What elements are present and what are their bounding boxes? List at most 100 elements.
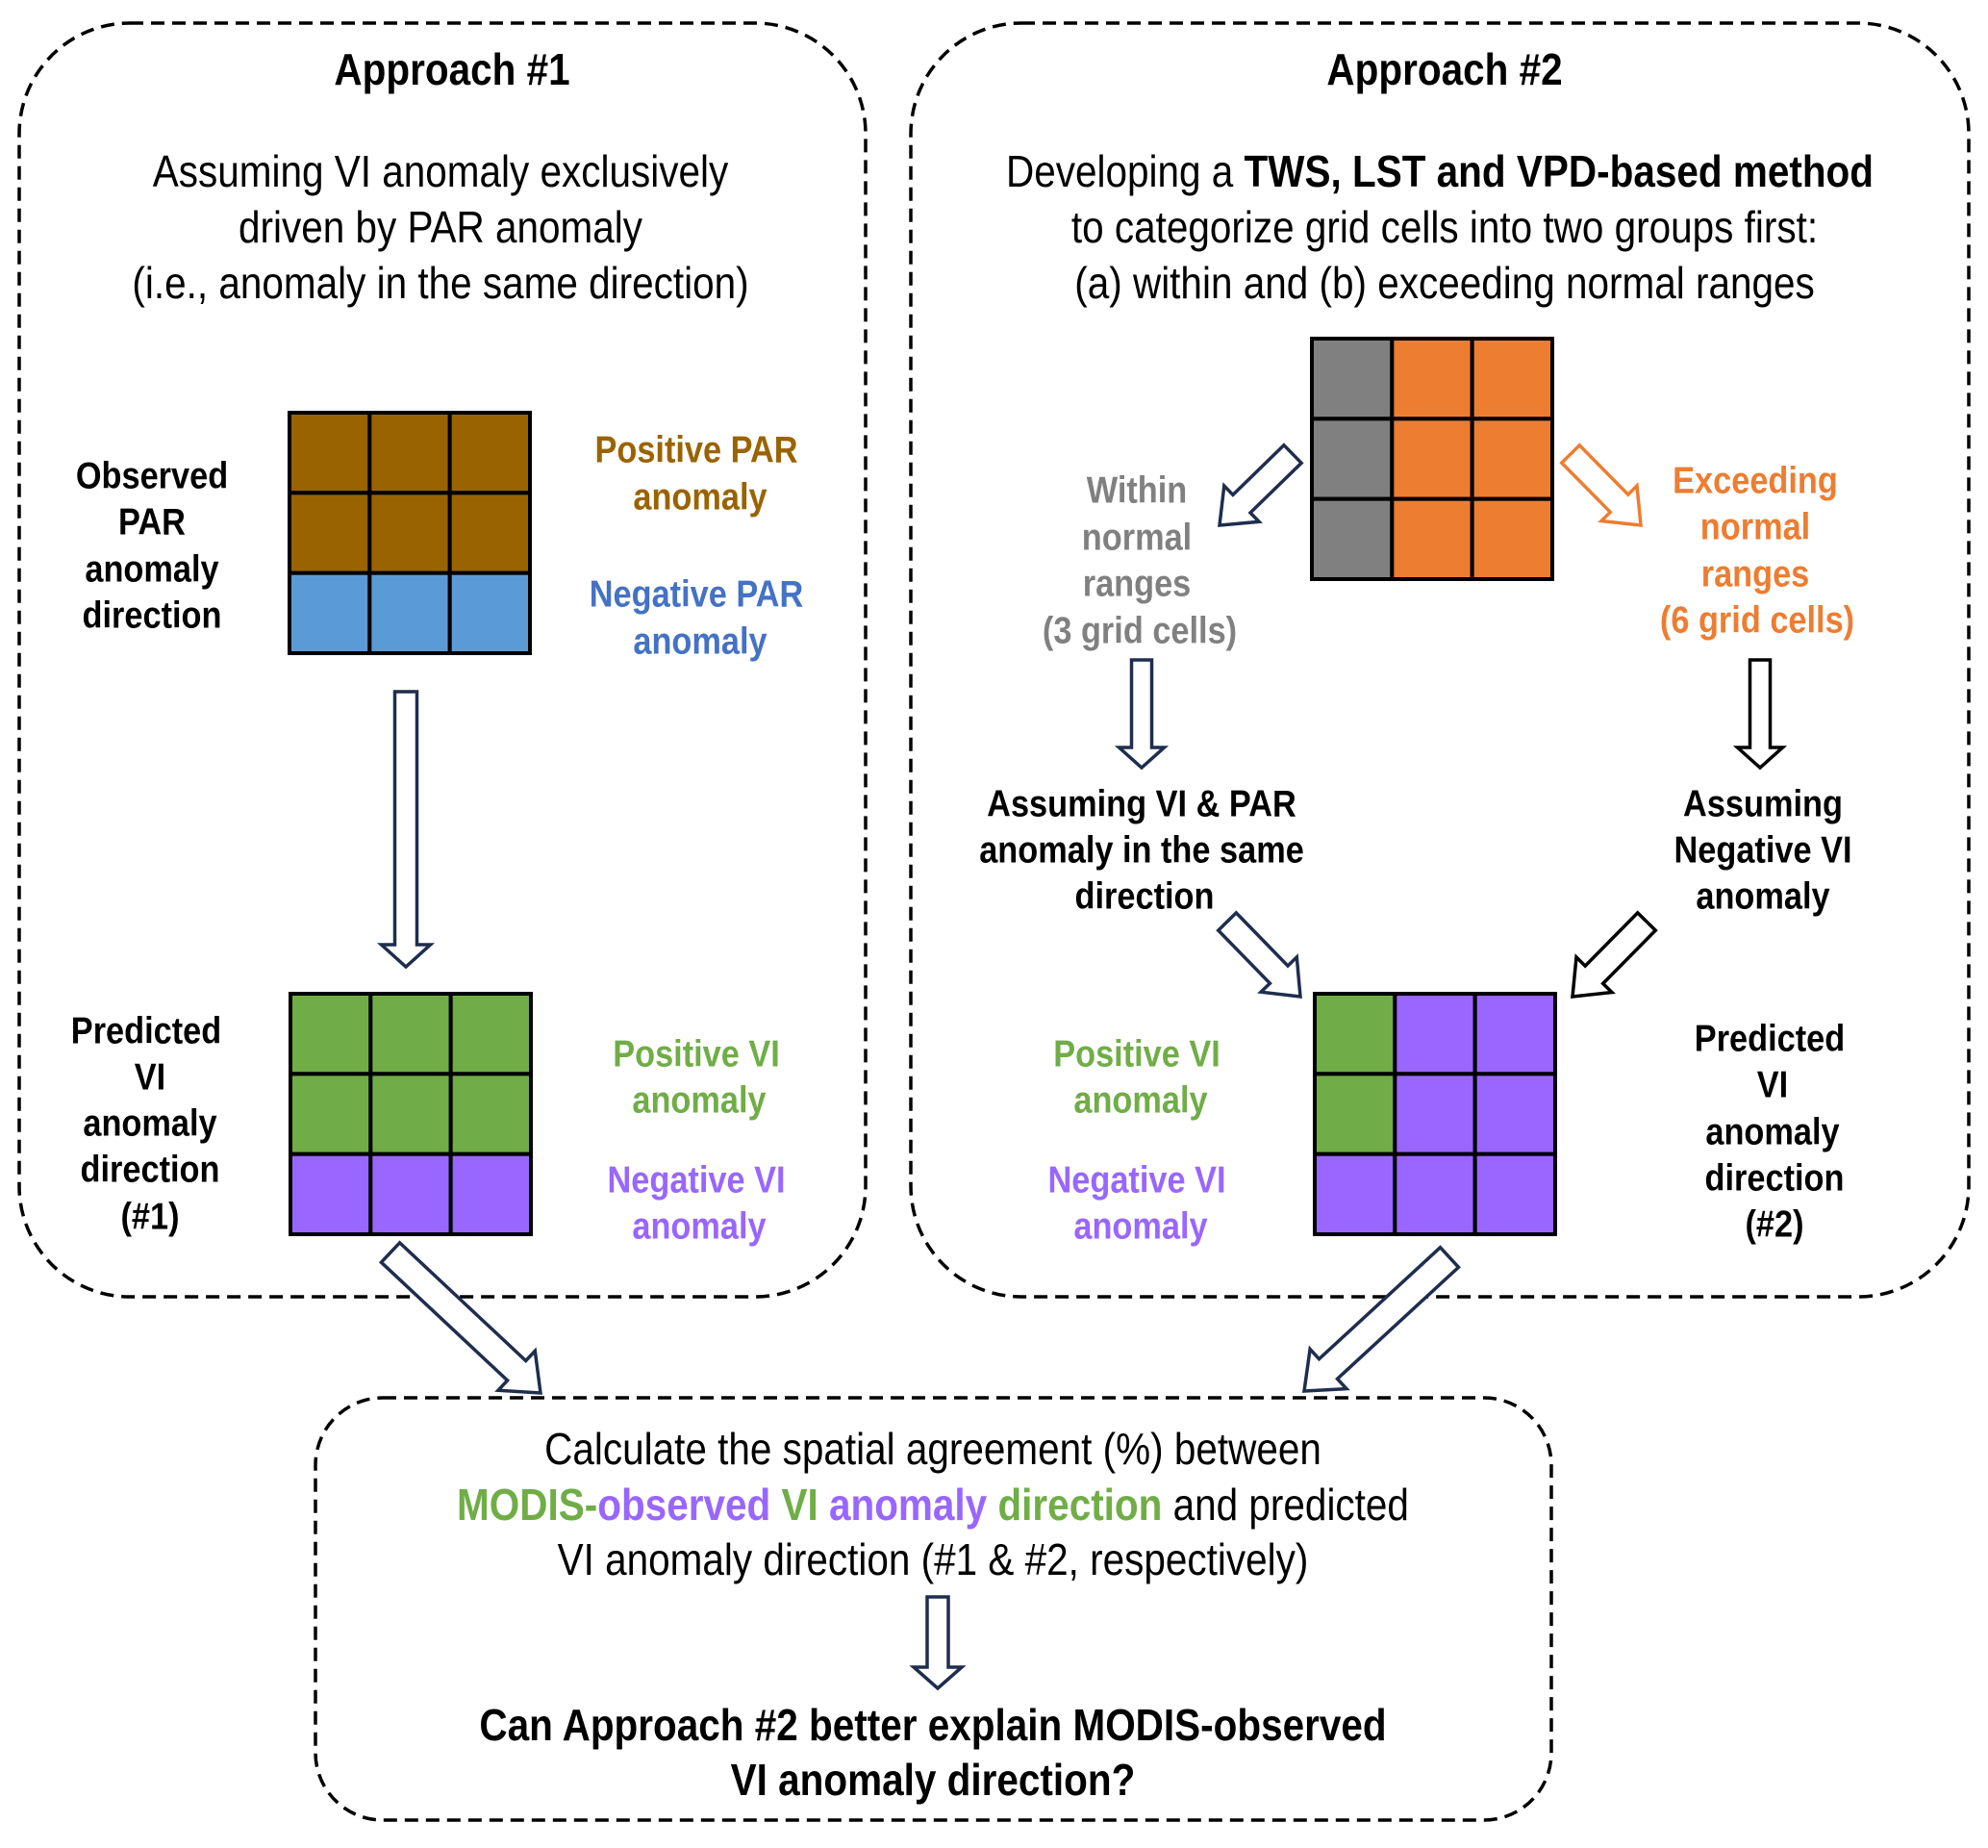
comparison-text-segment: and predicted xyxy=(1162,1480,1409,1530)
down-arrow-icon xyxy=(376,690,436,970)
comparison-text-segment: observed xyxy=(597,1480,782,1530)
grid-cell-vi-negative xyxy=(1313,1152,1397,1236)
approach2-description-line: Developing a TWS, LST and VPD-based meth… xyxy=(1006,149,1874,193)
approach1-description-line: (i.e., anomaly in the same direction) xyxy=(132,258,749,308)
grid-cell-vi-positive xyxy=(448,1072,533,1156)
predicted-vi-grid-1 xyxy=(289,992,533,1236)
exceeding-normal-label: normal xyxy=(1699,506,1811,548)
assume-same-direction-label: anomaly in the same xyxy=(979,829,1304,872)
grid-cell-vi-negative xyxy=(448,1152,533,1236)
grid-cell-vi-positive xyxy=(368,992,453,1076)
down-arrow-icon xyxy=(1114,658,1170,771)
predicted-vi-2-label-line: direction xyxy=(1704,1157,1845,1200)
grid-cell-vi-positive xyxy=(1313,1072,1397,1156)
approach2-box xyxy=(909,21,1971,1299)
comparison-line: MODIS-observed VI anomaly direction and … xyxy=(457,1482,1409,1527)
approach2-description-prefix: Developing a xyxy=(1005,146,1245,196)
exceeding-normal-label: (6 grid cells) xyxy=(1659,599,1855,642)
grid-cell-vi-negative xyxy=(1472,1152,1557,1236)
predicted-vi-1-label-line: (#1) xyxy=(120,1196,180,1238)
comparison-text-segment: anomaly xyxy=(828,1480,998,1530)
grid-cell-vi-negative xyxy=(1393,1072,1477,1156)
approach2-description-line: (a) within and (b) exceeding normal rang… xyxy=(1074,258,1815,308)
grid-cell-exceeding-normal xyxy=(1390,496,1474,582)
grid-cell-within-normal xyxy=(1310,417,1395,501)
predicted-vi-1-label-line: anomaly xyxy=(83,1102,217,1145)
predicted-vi-1-label-line: direction xyxy=(80,1149,220,1191)
category-grid xyxy=(1310,337,1554,582)
observed-par-label-line: Observed xyxy=(75,455,229,497)
diagonal-arrow-icon xyxy=(378,1240,543,1395)
diagonal-arrow-icon xyxy=(1218,443,1304,527)
diagonal-arrow-icon xyxy=(1216,910,1302,999)
approach2-description-line: to categorize grid cells into two groups… xyxy=(1070,202,1819,252)
diagonal-arrow-icon xyxy=(1571,910,1658,999)
comparison-text-segment: VI xyxy=(781,1480,829,1530)
grid-cell-vi-negative xyxy=(1393,992,1477,1076)
approach1-description-line: driven by PAR anomaly xyxy=(239,202,642,252)
grid-cell-exceeding-normal xyxy=(1390,417,1474,501)
grid-cell-exceeding-normal xyxy=(1470,496,1554,582)
negative-vi-legend-1: Negative VI xyxy=(607,1159,786,1202)
predicted-vi-2-label-line: VI xyxy=(1756,1064,1789,1106)
negative-vi-legend-2: anomaly xyxy=(1073,1205,1208,1248)
approach1-title: Approach #1 xyxy=(334,44,570,94)
grid-cell-vi-positive xyxy=(289,992,373,1076)
grid-cell-vi-negative xyxy=(1472,992,1557,1076)
predicted-vi-2-label-line: (#2) xyxy=(1745,1203,1804,1246)
grid-cell-vi-positive xyxy=(368,1072,453,1156)
positive-par-legend: Positive PAR xyxy=(594,429,798,471)
grid-cell-within-normal xyxy=(1310,337,1395,421)
grid-cell-vi-positive xyxy=(1313,992,1397,1076)
negative-par-legend: Negative PAR xyxy=(589,573,804,616)
grid-cell-exceeding-normal xyxy=(1470,417,1554,501)
comparison-line: Calculate the spatial agreement (%) betw… xyxy=(544,1424,1321,1474)
negative-vi-legend-2: Negative VI xyxy=(1047,1159,1226,1202)
approach1-description-line: Assuming VI anomaly exclusively xyxy=(152,146,729,196)
grid-cell-vi-positive xyxy=(289,1072,373,1156)
predicted-vi-1-label-line: Predicted xyxy=(70,1010,222,1052)
predicted-vi-grid-2 xyxy=(1313,992,1557,1236)
research-question-line: Can Approach #2 better explain MODIS-obs… xyxy=(479,1700,1387,1750)
within-normal-label: normal xyxy=(1081,517,1193,559)
assume-same-direction-label: direction xyxy=(1074,875,1215,918)
within-normal-label: ranges xyxy=(1082,563,1192,605)
positive-par-legend: anomaly xyxy=(633,476,768,519)
diagonal-arrow-icon xyxy=(1559,443,1643,527)
assume-negative-vi-label: Assuming xyxy=(1683,783,1843,825)
down-arrow-icon xyxy=(909,1595,967,1691)
positive-vi-legend-2: Positive VI xyxy=(1053,1033,1220,1076)
exceeding-normal-label: Exceeding xyxy=(1673,460,1838,502)
predicted-vi-1-label-line: VI xyxy=(134,1056,166,1099)
predicted-vi-2-label-line: anomaly xyxy=(1705,1111,1840,1153)
grid-cell-vi-negative xyxy=(1472,1072,1557,1156)
grid-cell-exceeding-normal xyxy=(1390,337,1474,421)
positive-vi-legend-2: anomaly xyxy=(1073,1079,1208,1122)
observed-par-grid xyxy=(288,411,532,656)
grid-cell-exceeding-normal xyxy=(1470,337,1554,421)
comparison-line: VI anomaly direction (#1 & #2, respectiv… xyxy=(557,1534,1309,1584)
research-question-line: VI anomaly direction? xyxy=(730,1755,1136,1805)
within-normal-label: Within xyxy=(1086,469,1188,512)
grid-cell-par-positive xyxy=(447,411,532,495)
grid-cell-par-positive xyxy=(288,411,372,495)
comparison-box xyxy=(314,1396,1553,1822)
grid-cell-vi-negative xyxy=(1393,1152,1477,1236)
grid-cell-vi-negative xyxy=(289,1152,373,1236)
grid-cell-vi-positive xyxy=(448,992,533,1076)
negative-par-legend: anomaly xyxy=(633,620,768,663)
approach2-title: Approach #2 xyxy=(1326,44,1563,94)
grid-cell-par-negative xyxy=(367,570,452,656)
observed-par-label-line: PAR xyxy=(118,501,186,544)
grid-cell-par-negative xyxy=(447,570,532,656)
grid-cell-within-normal xyxy=(1310,496,1395,582)
diagonal-arrow-icon xyxy=(1301,1245,1461,1393)
within-normal-label: (3 grid cells) xyxy=(1042,610,1238,652)
grid-cell-par-positive xyxy=(447,491,532,575)
assume-negative-vi-label: Negative VI xyxy=(1673,829,1852,872)
grid-cell-par-positive xyxy=(288,491,372,575)
assume-negative-vi-label: anomaly xyxy=(1696,875,1830,918)
exceeding-normal-label: ranges xyxy=(1700,553,1810,595)
